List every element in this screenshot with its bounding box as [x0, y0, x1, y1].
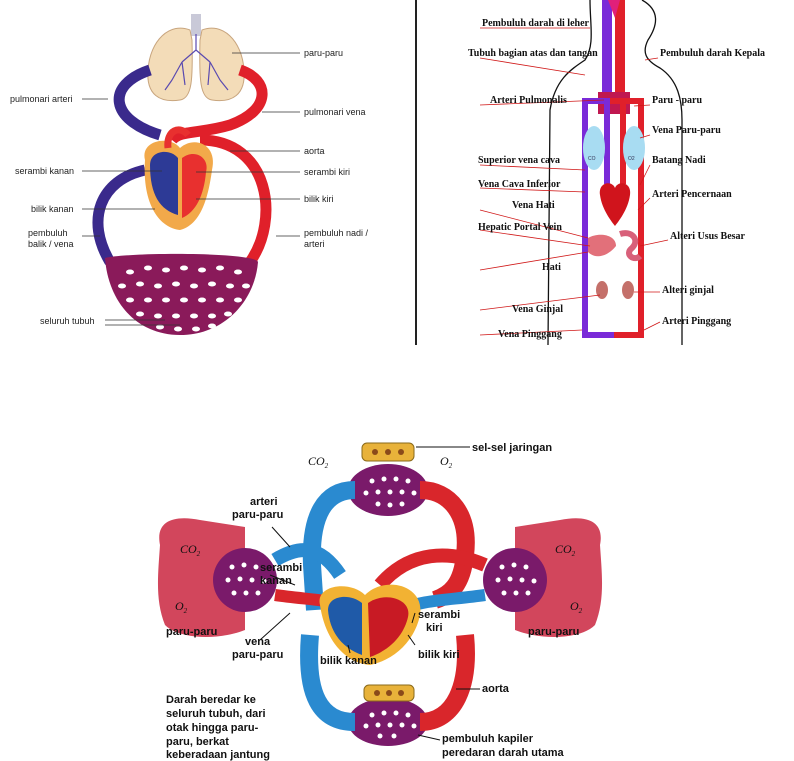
label-hepatic-portal: Hepatic Portal Vein — [478, 222, 562, 233]
o2-top-main: O — [440, 454, 449, 468]
label-neck-vessel: Pembuluh darah di leher — [482, 18, 590, 29]
label-right-ventricle: bilik kanan — [320, 655, 377, 667]
label-head-vessel: Pembuluh darah Kepala — [660, 48, 765, 59]
heart-illustration — [144, 130, 213, 230]
o2-top-sub: 2 — [449, 462, 453, 470]
label-pulmonary-artery-1: arteri — [250, 496, 278, 508]
co2-top-sub: 2 — [325, 462, 329, 470]
label-tissue-cells: sel-sel jaringan — [472, 442, 552, 454]
co2-right-main: CO — [555, 542, 572, 556]
label-lungs: paru-paru — [304, 48, 343, 58]
label-left-atrium: serambi kiri — [304, 167, 350, 177]
label-lung-right: paru-paru — [528, 626, 579, 638]
label-capillary-1: pembuluh kapiler — [442, 733, 534, 745]
label-left-ventricle: bilik kiri — [418, 649, 460, 661]
label-digestive-artery: Arteri Pencernaan — [652, 189, 732, 200]
label-right-atrium-1: serambi — [260, 562, 302, 574]
label-artery-line2: arteri — [304, 239, 325, 249]
liver-shape — [588, 235, 616, 257]
label-whole-body: seluruh tubuh — [40, 316, 95, 326]
label-liver: Hati — [542, 262, 561, 273]
label-vein-line1: pembuluh — [28, 228, 68, 238]
circulation-diagram-3d: sel-sel jaringan CO2 O2 arteri paru-paru… — [150, 435, 610, 761]
label-right-ventricle: bilik kanan — [31, 204, 74, 214]
label-pulmonary-vein: pulmonari vena — [304, 107, 366, 117]
lungs-illustration — [148, 14, 244, 101]
label-pulmonary-vein: Vena Paru-paru — [652, 125, 721, 136]
label-upper-body: Tubuh bagian atas dan tangan — [468, 48, 598, 59]
label-aorta: aorta — [304, 146, 325, 156]
panel-divider — [415, 0, 417, 345]
label-aorta: aorta — [482, 683, 510, 695]
heart-illustration — [320, 585, 421, 665]
circulation-diagram-simple: paru-paru pulmonari arteri pulmonari ven… — [0, 0, 400, 345]
label-pulmonary-artery: Arteri Pulmonalis — [490, 95, 567, 106]
label-right-atrium: serambi kanan — [15, 166, 74, 176]
co2-left-sub: 2 — [197, 550, 201, 558]
lung-left-text: CO — [588, 156, 596, 162]
label-capillary-2: peredaran darah utama — [442, 747, 565, 759]
right-lung-shape — [623, 126, 645, 170]
body-capillary-bed — [105, 254, 258, 335]
co2-left-main: CO — [180, 542, 197, 556]
o2-left-sub: 2 — [184, 607, 188, 615]
caption-line-1: Darah beredar ke — [166, 694, 256, 706]
vein-vessel — [98, 170, 145, 262]
label-svc: Superior vena cava — [478, 155, 560, 166]
label-vein-line2: balik / vena — [28, 239, 74, 249]
label-pulmonary-artery-2: paru-paru — [232, 509, 283, 521]
left-kidney-shape — [596, 281, 608, 299]
label-liver-vein: Vena Hati — [512, 200, 555, 211]
circulation-diagram-detailed: CO O2 Pembuluh darah di leher Tubuh bagi… — [420, 0, 794, 345]
label-ivc: Vena Cava Inferior — [478, 179, 561, 190]
label-lungs: Paru - paru — [652, 95, 702, 106]
label-hip-vein: Vena Pinggang — [498, 329, 562, 340]
o2-right-sub: 2 — [579, 607, 583, 615]
intestine-shape — [620, 233, 640, 258]
label-hip-artery: Arteri Pinggang — [662, 316, 731, 327]
label-artery-line1: pembuluh nadi / — [304, 228, 369, 238]
label-renal-artery: Alteri ginjal — [662, 285, 714, 296]
caption-line-5: keberadaan jantung — [166, 749, 270, 761]
caption-line-3: otak hingga paru- — [166, 722, 259, 734]
o2-right-main: O — [570, 599, 579, 613]
co2-right-sub: 2 — [572, 550, 576, 558]
label-co2-top: CO2 — [308, 454, 329, 470]
label-pulmonary-vein-2: paru-paru — [232, 649, 283, 661]
label-left-atrium-1: serambi — [418, 609, 460, 621]
label-renal-vein: Vena Ginjal — [512, 304, 563, 315]
label-o2-top: O2 — [440, 454, 453, 470]
left-lung-shape — [583, 126, 605, 170]
label-left-atrium-2: kiri — [426, 622, 443, 634]
caption-line-4: paru, berkat — [166, 736, 229, 748]
label-left-ventricle: bilik kiri — [304, 194, 334, 204]
label-pulmonary-vein-1: vena — [245, 636, 271, 648]
label-lung-left: paru-paru — [166, 626, 217, 638]
heart-shape — [600, 183, 630, 226]
o2-left-main: O — [175, 599, 184, 613]
lung-right-text: O2 — [628, 156, 635, 162]
right-kidney-shape — [622, 281, 634, 299]
caption-line-2: seluruh tubuh, dari — [166, 708, 266, 720]
label-aorta: Batang Nadi — [652, 155, 706, 166]
label-pulmonary-artery: pulmonari arteri — [10, 94, 73, 104]
label-intestine-artery: Alteri Usus Besar — [670, 231, 746, 242]
label-right-atrium-2: kanan — [260, 575, 292, 587]
co2-top-main: CO — [308, 454, 325, 468]
